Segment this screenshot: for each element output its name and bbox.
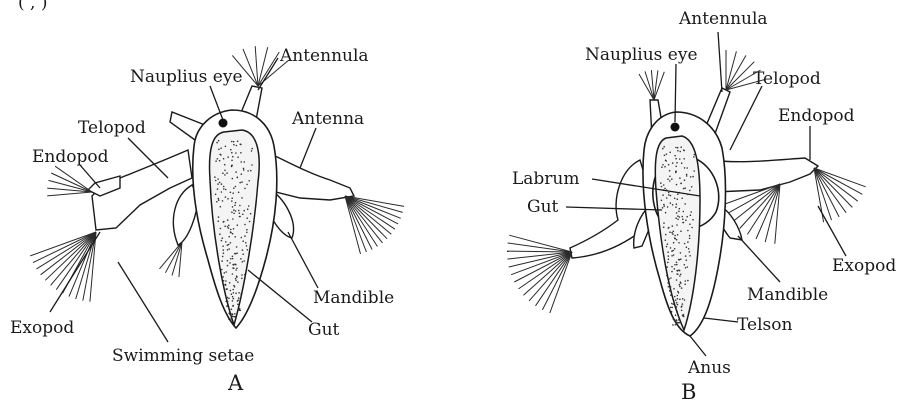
figure-b-line-exopod — [818, 206, 846, 256]
figure-a-line-endopod — [80, 165, 100, 188]
figure-a-line-antenna — [300, 128, 316, 168]
figure-a: Antennula Nauplius eye Antenna Telopod E… — [10, 46, 404, 395]
figure-a-line-mandible — [288, 232, 318, 288]
figure-b-label-antennula: Antennula — [678, 9, 768, 29]
figure-b-line-antennula — [718, 32, 722, 92]
figure-a-label-mandible: Mandible — [313, 288, 394, 308]
figure-b-label-nauplius-eye: Nauplius eye — [585, 45, 698, 65]
figure-a-label-nauplius-eye: Nauplius eye — [130, 67, 243, 87]
figure-b-label-anus: Anus — [687, 358, 731, 378]
figure-a-label-gut: Gut — [308, 320, 340, 340]
figure-a-line-swimming-setae — [118, 262, 168, 342]
figure-a-label-swimming-setae: Swimming setae — [112, 346, 254, 366]
figure-b-label-endopod: Endopod — [778, 106, 855, 126]
figure-b: Antennula Nauplius eye Telopod Endopod L… — [507, 9, 896, 404]
figure-b-line-anus — [690, 336, 706, 356]
figure-b-caption: B — [681, 380, 696, 404]
figure-a-label-endopod: Endopod — [32, 147, 109, 167]
figure-b-label-telopod: Telopod — [753, 69, 821, 89]
figure-b-line-telson — [704, 318, 738, 322]
figure-b-label-exopod: Exopod — [832, 256, 896, 276]
figure-a-label-telopod: Telopod — [78, 118, 146, 138]
figure-b-left-setae — [507, 235, 572, 313]
figure-a-caption: A — [227, 371, 244, 395]
figure-b-nauplius-eye — [671, 123, 680, 132]
figure-a-right-setae — [345, 196, 404, 254]
figure-b-label-labrum: Labrum — [512, 169, 580, 189]
top-cropped-text: ( , ) — [18, 0, 47, 13]
figure-a-line-gut — [248, 270, 312, 322]
figure-b-label-mandible: Mandible — [747, 285, 828, 305]
figure-a-label-antennula: Antennula — [279, 46, 369, 66]
figure-b-label-gut: Gut — [527, 197, 559, 217]
figure-a-label-antenna: Antenna — [291, 109, 364, 129]
figure-b-line-telopod — [730, 86, 762, 150]
figure-b-label-telson: Telson — [737, 315, 792, 335]
figure-a-label-exopod: Exopod — [10, 318, 74, 338]
figure-b-line-mandible — [738, 236, 780, 282]
